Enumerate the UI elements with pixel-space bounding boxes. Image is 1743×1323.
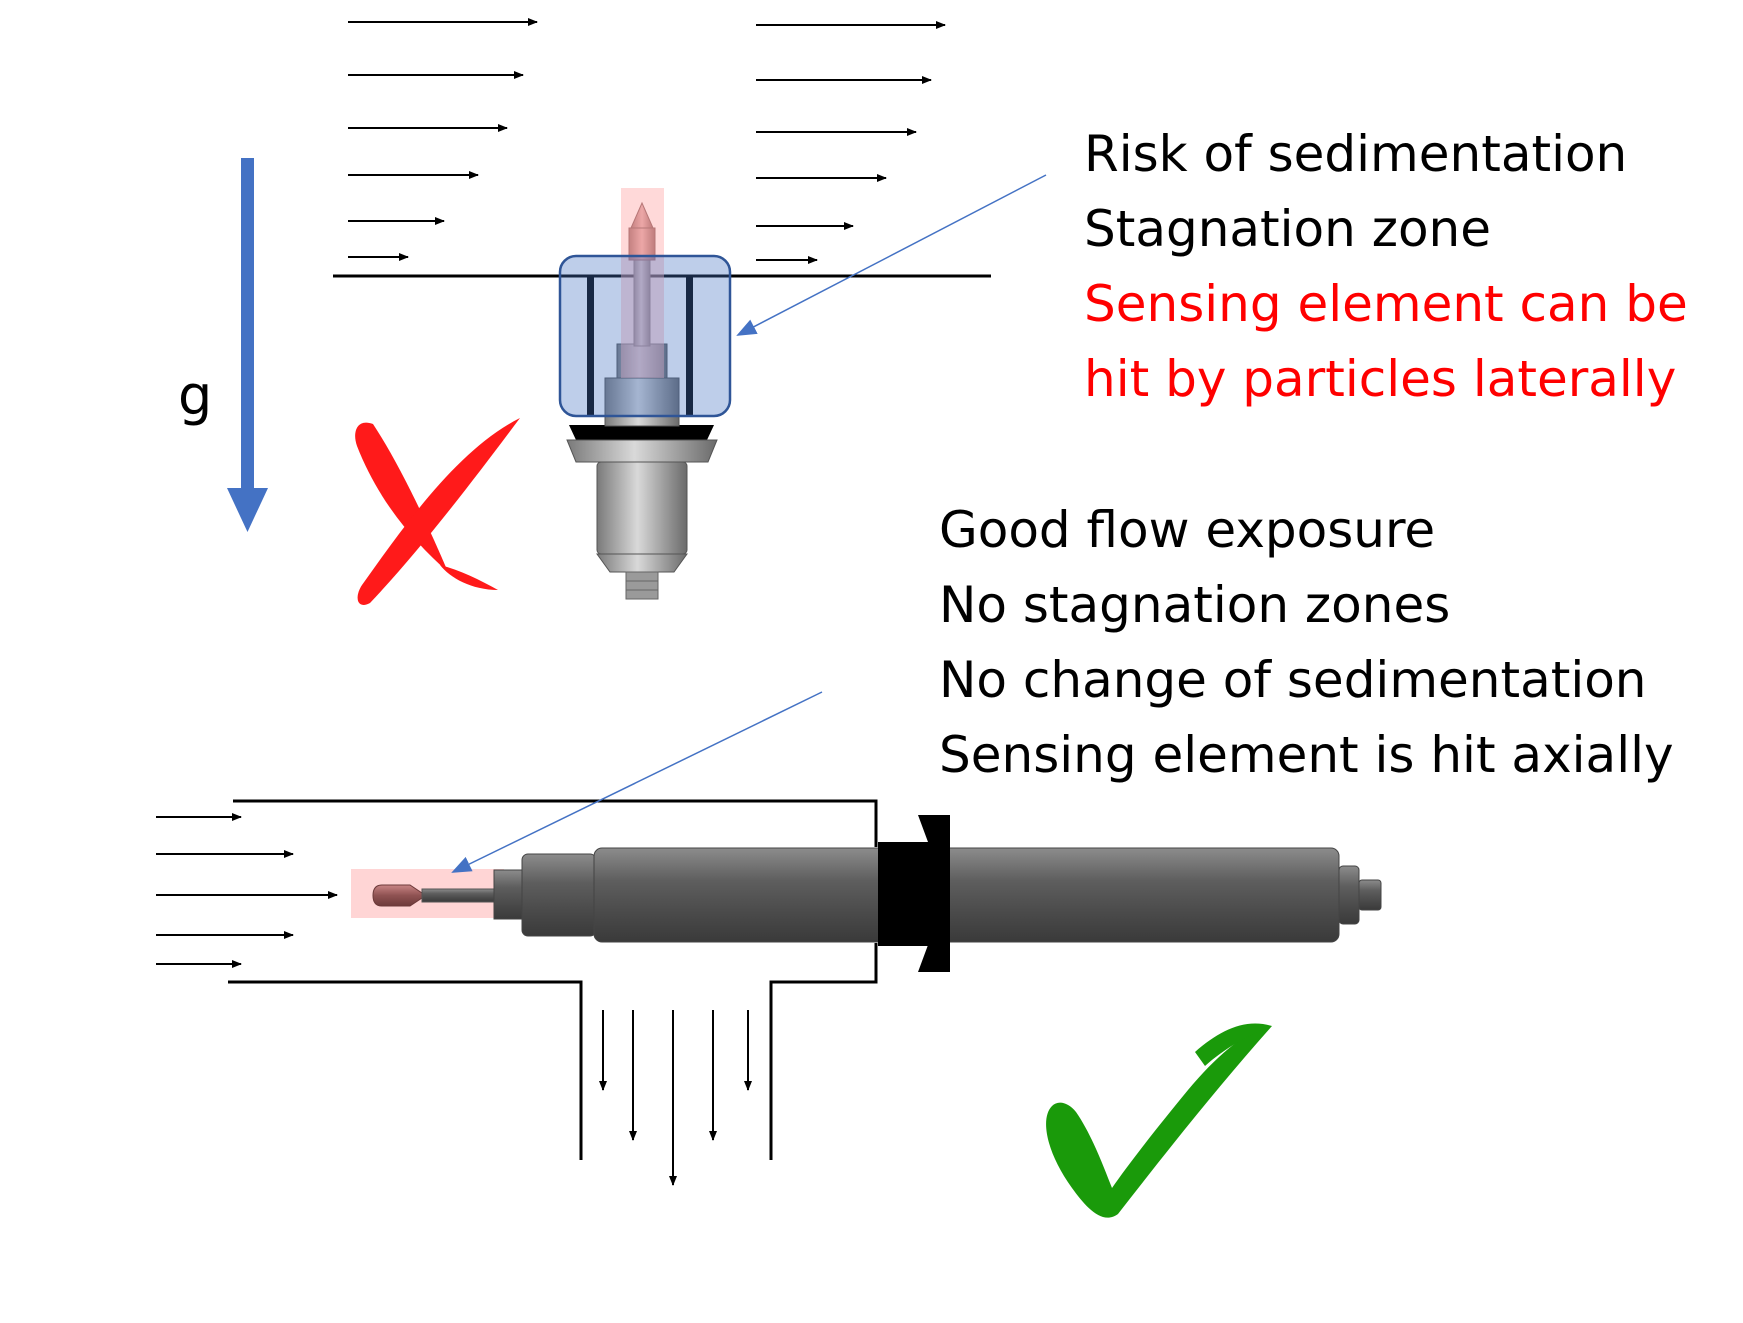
inlet-flow-arrows: [156, 813, 338, 968]
tee-fitting-walls: [228, 799, 878, 1160]
note-risk-of-sedimentation: Risk of sedimentation: [1084, 125, 1628, 183]
note-no-change-of-sedimentation: No change of sedimentation: [939, 651, 1647, 709]
stagnation-zone-box: [558, 254, 732, 418]
flow-arrows-right: [756, 21, 946, 264]
unsuitable-installation-notes: Risk of sedimentation Stagnation zone Se…: [1084, 117, 1688, 417]
note-stagnation-zone: Stagnation zone: [1084, 200, 1492, 258]
warning-line-2: hit by particles laterally: [1084, 350, 1677, 408]
warning-line-1: Sensing element can be: [1084, 275, 1688, 333]
green-check-icon: [1046, 1026, 1272, 1218]
note-no-stagnation-zones: No stagnation zones: [939, 576, 1451, 634]
vertical-sensor: [566, 188, 718, 600]
gravity-arrow: [227, 158, 268, 532]
axial-pointer-line: [451, 691, 823, 873]
note-good-flow-exposure: Good flow exposure: [939, 501, 1436, 559]
sensing-element-highlight: [621, 188, 664, 378]
gravity-label: g: [178, 364, 213, 427]
outlet-flow-arrows: [599, 1010, 752, 1186]
sensor-flange: [918, 815, 950, 972]
mounting-port: [587, 276, 693, 416]
red-cross-icon: [355, 418, 520, 605]
mounting-gasket: [878, 842, 932, 946]
note-sensing-element-hit-axially: Sensing element is hit axially: [939, 726, 1674, 784]
sensor-thread: [625, 571, 659, 600]
horizontal-sensor: [351, 815, 1382, 972]
sensor-flange: [569, 425, 714, 440]
flow-arrows-left: [348, 18, 538, 261]
stagnation-pointer-line: [736, 174, 1047, 336]
suitable-installation-notes: Good flow exposure No stagnation zones N…: [939, 493, 1674, 793]
